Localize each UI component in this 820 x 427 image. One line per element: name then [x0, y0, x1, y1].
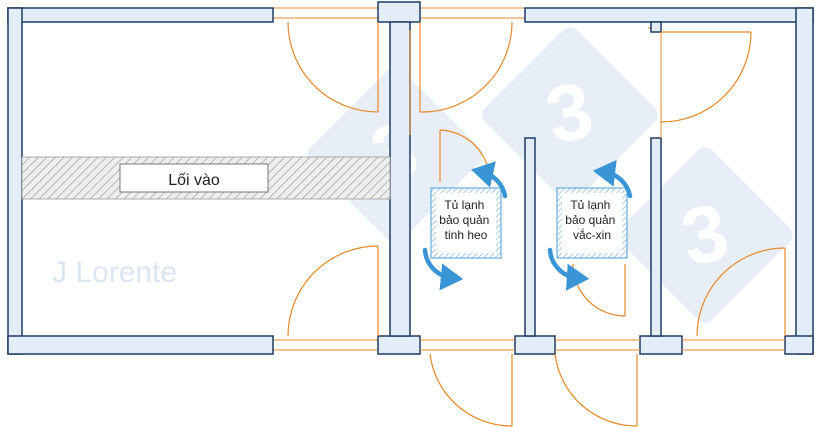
- fridge-vaccine-label: Tủ lạnh bảo quản vắc-xin: [565, 198, 618, 242]
- entrance-label: Lối vào: [168, 172, 220, 189]
- watermark-author: J Lorente: [52, 256, 177, 289]
- entrance-label-box: Lối vào: [119, 163, 269, 193]
- wall-ends: [409, 30, 785, 351]
- fridge-semen-label: Tủ lạnh bảo quản tinh heo: [439, 198, 492, 242]
- walls: [7, 1, 814, 355]
- rotation-arrow-icon: [422, 159, 633, 291]
- fridge-vaccine: Tủ lạnh bảo quản vắc-xin: [556, 187, 628, 259]
- fridge-semen: Tủ lạnh bảo quản tinh heo: [430, 187, 502, 259]
- openings-top: [273, 7, 655, 351]
